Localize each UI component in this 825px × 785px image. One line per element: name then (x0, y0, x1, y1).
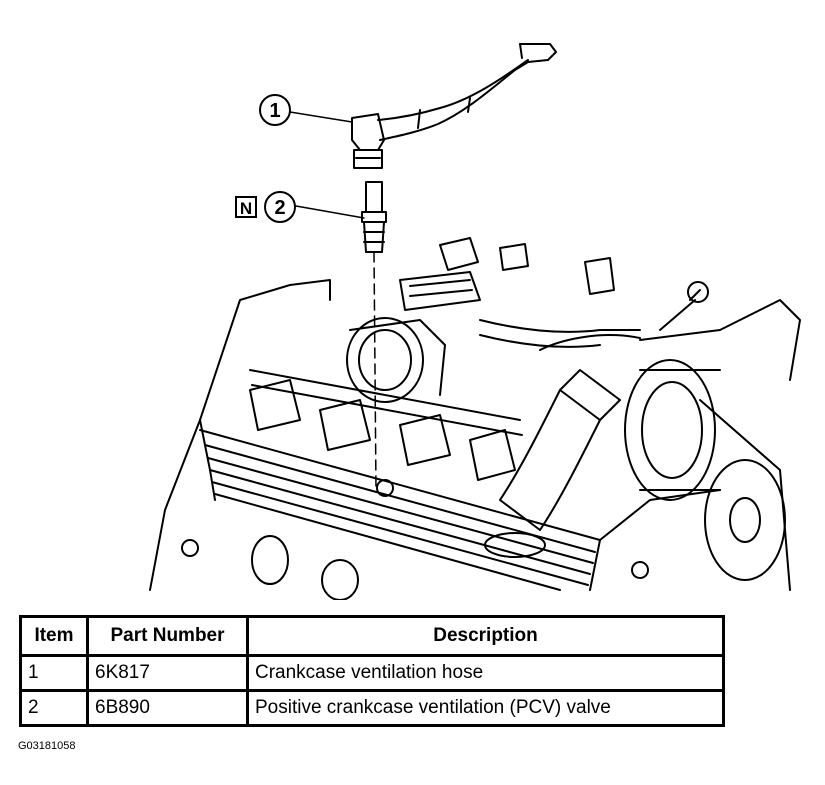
legend-item-cell: 2 (19, 689, 89, 727)
callout-1-number: 1 (269, 100, 280, 122)
legend-header-row: Item Part Number Description (19, 615, 725, 657)
install-guide-line (373, 251, 377, 491)
legend-description-cell: Positive crankcase ventilation (PCV) val… (246, 689, 725, 727)
callout-2-number: 2 (274, 197, 285, 219)
table-row: 1 6K817 Crankcase ventilation hose (19, 654, 725, 692)
legend-part-number-cell: 6K817 (86, 654, 249, 692)
parts-legend-table: Item Part Number Description 1 6K817 Cra… (19, 615, 725, 727)
callout-1-leader (289, 111, 353, 123)
legend-header-part-number: Part Number (86, 615, 249, 657)
engine-illustration: 1 N 2 (149, 43, 801, 600)
callout-2-flag-box (235, 196, 257, 218)
legend-item-cell: 1 (19, 654, 89, 692)
callout-2-flag: N (240, 199, 252, 218)
callout-2-leader (295, 205, 365, 219)
callout-2: N 2 (235, 191, 296, 223)
table-row: 2 6B890 Positive crankcase ventilation (… (19, 689, 725, 727)
figure-code: G03181058 (18, 740, 76, 752)
legend-header-item: Item (19, 615, 89, 657)
ventilation-hose (351, 43, 557, 169)
callout-1: 1 (259, 94, 291, 126)
legend-header-description: Description (246, 615, 725, 657)
engine-block (149, 237, 801, 600)
legend-part-number-cell: 6B890 (86, 689, 249, 727)
legend-description-cell: Crankcase ventilation hose (246, 654, 725, 692)
pcv-valve (361, 181, 387, 253)
